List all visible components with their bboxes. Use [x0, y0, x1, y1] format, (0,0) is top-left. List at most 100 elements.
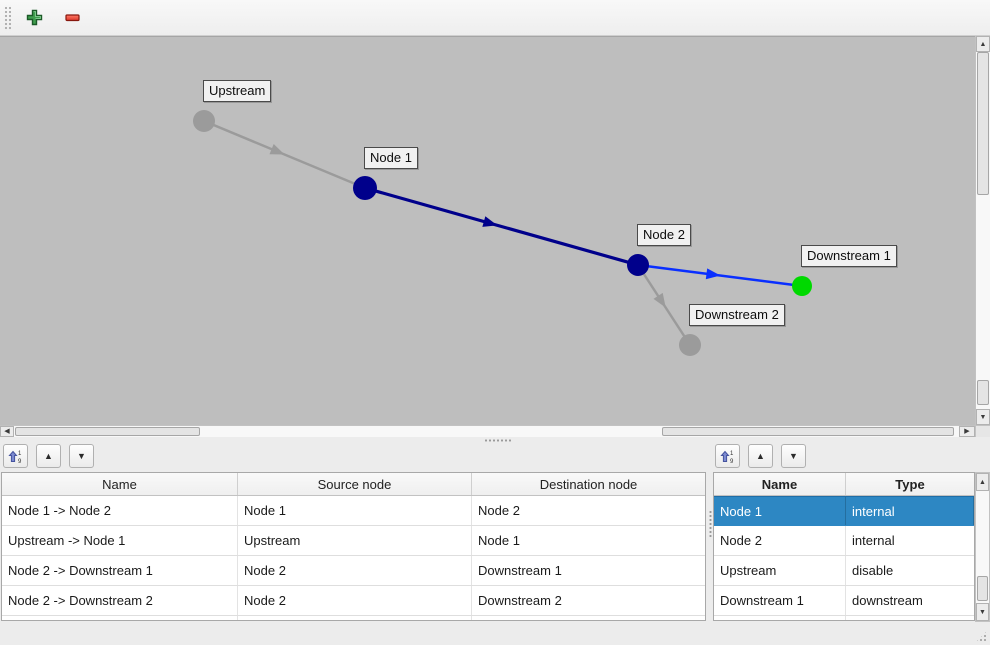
table-cell — [2, 616, 238, 620]
empty-row-area — [2, 616, 705, 620]
scroll-up-button[interactable]: ▲ — [976, 473, 989, 491]
nodes-table-scrollbar[interactable]: ▲ ▼ — [975, 472, 990, 622]
move-up-button[interactable]: ▲ — [748, 444, 773, 468]
window-resize-grip[interactable] — [975, 630, 988, 643]
table-header-row: Name Type — [714, 473, 974, 496]
up-arrow-icon: ▲ — [44, 450, 53, 461]
table-cell: Node 2 — [714, 526, 846, 555]
node-label[interactable]: Downstream 1 — [801, 245, 897, 267]
scroll-left-icon: ◀ — [4, 428, 10, 435]
table-cell: internal — [852, 533, 895, 548]
move-up-button[interactable]: ▲ — [36, 444, 61, 468]
vertical-scrollbar-thumb[interactable] — [977, 576, 988, 601]
vertical-scrollbar-thumb[interactable] — [977, 52, 989, 195]
scroll-down-button[interactable]: ▼ — [976, 603, 989, 621]
canvas-vertical-scrollbar[interactable]: ▲ ▼ — [975, 36, 990, 425]
node-label[interactable]: Node 2 — [637, 224, 691, 246]
table-cell: Node 1 -> Node 2 — [2, 496, 238, 525]
table-cell: Upstream — [238, 526, 472, 555]
table-cell: Node 2 — [238, 586, 472, 615]
move-down-button[interactable]: ▼ — [781, 444, 806, 468]
splitter-handle-dots — [484, 439, 511, 442]
down-arrow-icon: ▼ — [77, 450, 86, 461]
table-cell — [846, 616, 974, 620]
move-down-button[interactable]: ▼ — [69, 444, 94, 468]
sort-ascending-icon: 1 9 — [720, 450, 734, 464]
table-cell: Downstream 1 — [478, 563, 562, 578]
sort-ascending-icon: 1 9 — [8, 450, 22, 464]
table-cell: Upstream -> Node 1 — [2, 526, 238, 555]
canvas-horizontal-scrollbar[interactable]: ◀ ▶ — [0, 425, 975, 437]
svg-text:9: 9 — [730, 459, 734, 464]
toolbar-drag-handle[interactable] — [3, 4, 11, 31]
scroll-up-button[interactable]: ▲ — [976, 36, 990, 52]
column-header[interactable]: Type — [895, 476, 925, 492]
remove-button[interactable] — [57, 4, 87, 32]
table-cell: internal — [846, 497, 974, 525]
horizontal-scrollbar-block[interactable] — [662, 427, 954, 436]
horizontal-scrollbar-thumb[interactable] — [15, 427, 200, 436]
column-header[interactable]: Name — [2, 473, 238, 495]
graph-node[interactable] — [353, 176, 377, 200]
scroll-down-button[interactable]: ▼ — [976, 409, 990, 425]
column-header[interactable]: Name — [714, 473, 846, 495]
column-header[interactable]: Source node — [238, 473, 472, 495]
sort-button[interactable]: 1 9 — [3, 444, 28, 468]
down-arrow-icon: ▼ — [789, 450, 798, 461]
graph-node[interactable] — [679, 334, 701, 356]
graph-node[interactable] — [193, 110, 215, 132]
vertical-splitter[interactable] — [707, 443, 713, 628]
graph-node[interactable] — [792, 276, 812, 296]
table-cell: disable — [852, 563, 894, 578]
graph-node[interactable] — [627, 254, 649, 276]
scroll-left-button[interactable]: ◀ — [0, 426, 14, 437]
scroll-right-icon: ▶ — [964, 428, 970, 435]
add-button[interactable] — [19, 4, 49, 32]
table-cell: Node 1 — [478, 533, 520, 548]
scroll-right-button[interactable]: ▶ — [959, 426, 975, 437]
vertical-scrollbar-block[interactable] — [977, 380, 989, 405]
graph-svg — [193, 110, 812, 356]
table-cell: Node 1 — [714, 497, 846, 525]
scrollbar-corner — [975, 425, 990, 437]
column-header[interactable]: Destination node — [539, 476, 638, 492]
table-row[interactable]: Node 2 internal — [714, 526, 974, 556]
main-toolbar — [0, 0, 990, 36]
svg-text:1: 1 — [730, 451, 734, 457]
table-cell: Node 2 -> Downstream 2 — [2, 586, 238, 615]
table-cell: Downstream 1 — [714, 586, 846, 615]
table-cell — [238, 616, 472, 620]
node-label[interactable]: Downstream 2 — [689, 304, 785, 326]
edge-arrowhead — [482, 216, 498, 227]
node-label[interactable]: Upstream — [203, 80, 272, 102]
svg-text:1: 1 — [18, 451, 22, 457]
scroll-up-icon: ▲ — [979, 40, 987, 48]
scroll-down-icon: ▼ — [979, 608, 986, 616]
graph-edge[interactable] — [364, 186, 639, 267]
table-cell — [472, 616, 705, 620]
table-cell: Downstream 2 — [478, 593, 562, 608]
up-arrow-icon: ▲ — [756, 450, 765, 461]
node-label[interactable]: Node 1 — [364, 147, 418, 169]
scroll-down-icon: ▼ — [979, 413, 987, 421]
table-cell: Node 2 -> Downstream 1 — [2, 556, 238, 585]
sort-button[interactable]: 1 9 — [715, 444, 740, 468]
minus-icon — [64, 14, 80, 22]
edges-toolbar: 1 9 ▲ ▼ — [3, 443, 102, 469]
empty-row-area — [714, 616, 974, 620]
splitter-handle-dots — [709, 510, 712, 537]
horizontal-splitter[interactable] — [0, 437, 990, 443]
edge-arrowhead — [705, 268, 721, 280]
